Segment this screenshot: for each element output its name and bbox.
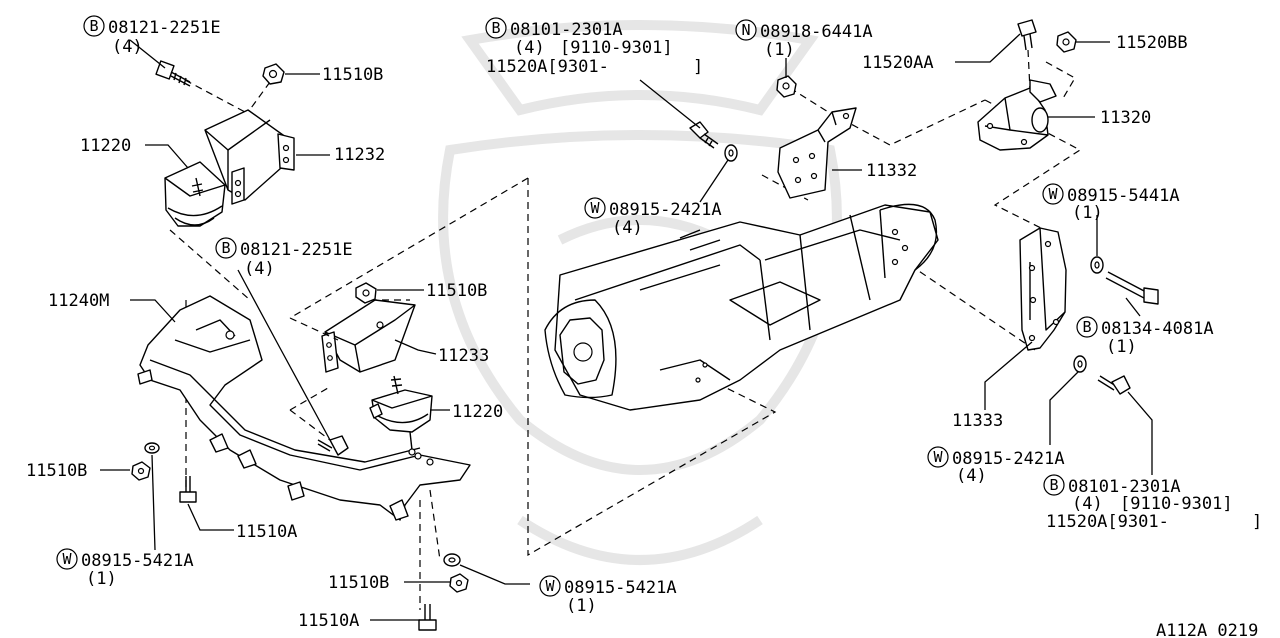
label-11240M: 11240M — [48, 291, 109, 311]
label-w08915-5441: 08915-5441A — [1067, 186, 1180, 206]
label-11510B-left: 11510B — [26, 461, 87, 481]
bracket-11332 — [777, 107, 857, 199]
bolt-08134 — [1105, 271, 1159, 305]
label-w08915-5421-bottom-qty: (1) — [566, 596, 597, 616]
label-11520A-top: 11520A[9301- — [486, 57, 609, 77]
washer-08915-5441 — [1090, 256, 1104, 274]
prefix-w-4: W — [1048, 185, 1058, 203]
bolt-11510A-bottom — [418, 604, 437, 631]
label-11520A-right: 11520A[9301- — [1046, 512, 1169, 532]
prefix-b-5: B — [1049, 476, 1058, 494]
transmission — [544, 203, 939, 411]
prefix-b-2: B — [221, 239, 230, 257]
insulator-11220-mid — [369, 375, 433, 456]
label-11320: 11320 — [1100, 108, 1151, 128]
washer-08915-2421-top — [724, 144, 738, 162]
bolt-08121-mid — [317, 435, 349, 456]
prefix-w-2: W — [545, 577, 555, 595]
label-11510B-mid: 11510B — [426, 281, 487, 301]
label-b08121-mid-qty: (4) — [244, 259, 275, 279]
bolt-11510A-left — [179, 476, 197, 503]
label-11520BB: 11520BB — [1116, 33, 1188, 53]
label-11332: 11332 — [866, 161, 917, 181]
prefix-w-1: W — [62, 550, 72, 568]
label-11520A-right-close: ] — [1252, 512, 1262, 532]
bolt-11520AA — [1017, 19, 1037, 51]
label-11220-left: 11220 — [80, 136, 131, 156]
label-b08134: 08134-4081A — [1101, 319, 1214, 339]
prefix-b-1: B — [89, 17, 98, 35]
diagram-code: A112A 0219 — [1156, 621, 1258, 638]
nut-11510B-top — [262, 63, 285, 85]
label-11233: 11233 — [438, 346, 489, 366]
prefix-w-3: W — [590, 199, 600, 217]
washer-bottom — [443, 553, 461, 567]
label-11520A-top-close: ] — [693, 57, 703, 77]
prefix-w-5: W — [933, 448, 943, 466]
label-n08918-qty: (1) — [764, 40, 795, 60]
washer-left — [144, 442, 160, 454]
bolt-08101-right — [1097, 375, 1131, 395]
label-w08915-5421-left: 08915-5421A — [81, 551, 194, 571]
label-w08915-5421-left-qty: (1) — [86, 569, 117, 589]
label-b08101-right-qty: (4) — [1072, 494, 1103, 514]
label-11333: 11333 — [952, 411, 1003, 431]
prefix-circles — [56, 15, 1098, 597]
label-b08121-mid: 08121-2251E — [240, 240, 353, 260]
label-11232: 11232 — [334, 145, 385, 165]
label-w08915-2421-mid-qty: (4) — [612, 218, 643, 238]
nut-11510B-mid — [355, 282, 377, 304]
leader-lines — [100, 33, 1153, 621]
bracket-11233 — [321, 299, 416, 373]
label-11510B-top: 11510B — [322, 65, 383, 85]
insulator-11320 — [977, 79, 1057, 151]
label-11510B-bottom: 11510B — [328, 573, 389, 593]
bracket-11333 — [1019, 227, 1067, 351]
label-11520AA: 11520AA — [862, 53, 934, 73]
label-11220-mid: 11220 — [452, 402, 503, 422]
bolt-08121-top — [155, 60, 191, 87]
prefix-n-1: N — [741, 21, 750, 39]
part-labels: B 08121-2251E (4) 11510B 11220 11232 B 0… — [26, 17, 1262, 638]
nut-08918 — [776, 75, 797, 98]
label-b08101-top: 08101-2301A — [510, 20, 623, 40]
label-b08134-qty: (1) — [1106, 337, 1137, 357]
label-w08915-5441-qty: (1) — [1072, 203, 1103, 223]
nut-11510B-left — [131, 461, 151, 481]
label-b08101-right: 08101-2301A — [1068, 477, 1181, 497]
center-dashed-lines — [289, 49, 1082, 557]
prefix-b-4: B — [1082, 318, 1091, 336]
label-11510A-bottom: 11510A — [298, 611, 359, 631]
nut-11520BB — [1056, 31, 1077, 53]
label-n08918: 08918-6441A — [760, 22, 873, 42]
label-w08915-5421-bottom: 08915-5421A — [564, 578, 677, 598]
label-b08121-top: 08121-2251E — [108, 18, 221, 38]
label-b08101-top-range: [9110-9301] — [560, 38, 673, 58]
bolt-08101-top — [689, 121, 719, 149]
label-w08915-2421-right: 08915-2421A — [952, 449, 1065, 469]
crossmember-11240M — [137, 295, 471, 521]
nut-11510B-bottom — [449, 573, 469, 593]
prefix-b-3: B — [491, 19, 500, 37]
label-w08915-2421-mid: 08915-2421A — [609, 200, 722, 220]
label-b08121-top-qty: (4) — [112, 37, 143, 57]
label-11510A-left: 11510A — [236, 522, 297, 542]
washer-08915-2421-right — [1073, 355, 1087, 373]
label-b08101-right-range: [9110-9301] — [1120, 494, 1233, 514]
label-b08101-top-qty: (4) — [514, 38, 545, 58]
bracket-11232 — [204, 109, 295, 205]
insulator-11220-left — [164, 161, 226, 227]
label-w08915-2421-right-qty: (4) — [956, 466, 987, 486]
